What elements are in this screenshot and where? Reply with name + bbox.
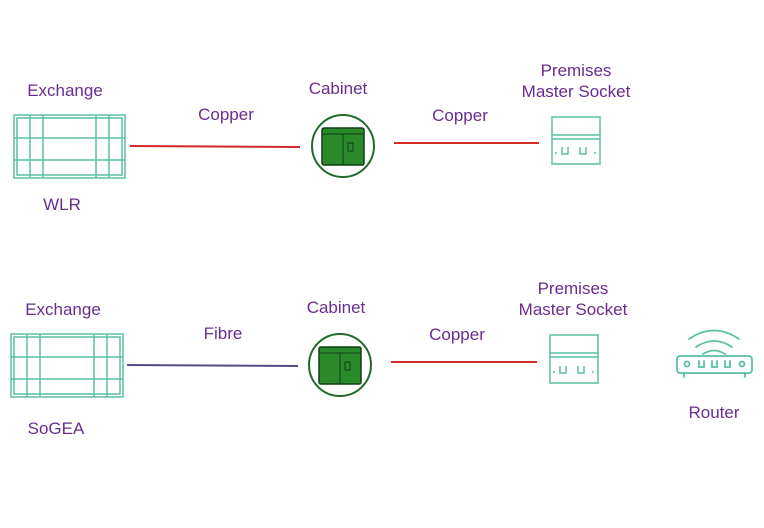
wlr-exchange-label: Exchange <box>27 81 103 100</box>
wlr-premises-label-line1: Premises <box>541 61 612 80</box>
sogea-row: Exchange SoGEA Fibre Cabinet Copper Prem… <box>10 279 753 438</box>
sogea-exchange-label: Exchange <box>25 300 101 319</box>
router-label: Router <box>688 403 739 422</box>
wlr-cabinet-label: Cabinet <box>309 79 368 98</box>
sogea-premises-label-line2: Master Socket <box>519 300 628 319</box>
exchange-building-icon <box>10 333 124 398</box>
sogea-link2-label: Copper <box>429 325 485 344</box>
street-cabinet-icon <box>308 333 372 397</box>
wlr-row: Exchange WLR Copper Cabinet Copper Premi… <box>13 61 631 214</box>
master-socket-icon <box>551 116 601 165</box>
sogea-premises-label-line1: Premises <box>538 279 609 298</box>
wifi-router-icon <box>676 329 753 378</box>
wlr-premises-label-line2: Master Socket <box>522 82 631 101</box>
street-cabinet-icon <box>311 114 375 178</box>
wlr-link1-label: Copper <box>198 105 254 124</box>
copper-line <box>129 145 301 148</box>
fibre-line <box>126 364 299 367</box>
sogea-link1-label: Fibre <box>204 324 243 343</box>
wlr-service-label: WLR <box>43 195 81 214</box>
wlr-link2-label: Copper <box>432 106 488 125</box>
sogea-service-label: SoGEA <box>28 419 85 438</box>
exchange-building-icon <box>13 114 126 179</box>
sogea-cabinet-label: Cabinet <box>307 298 366 317</box>
master-socket-icon <box>549 334 599 384</box>
